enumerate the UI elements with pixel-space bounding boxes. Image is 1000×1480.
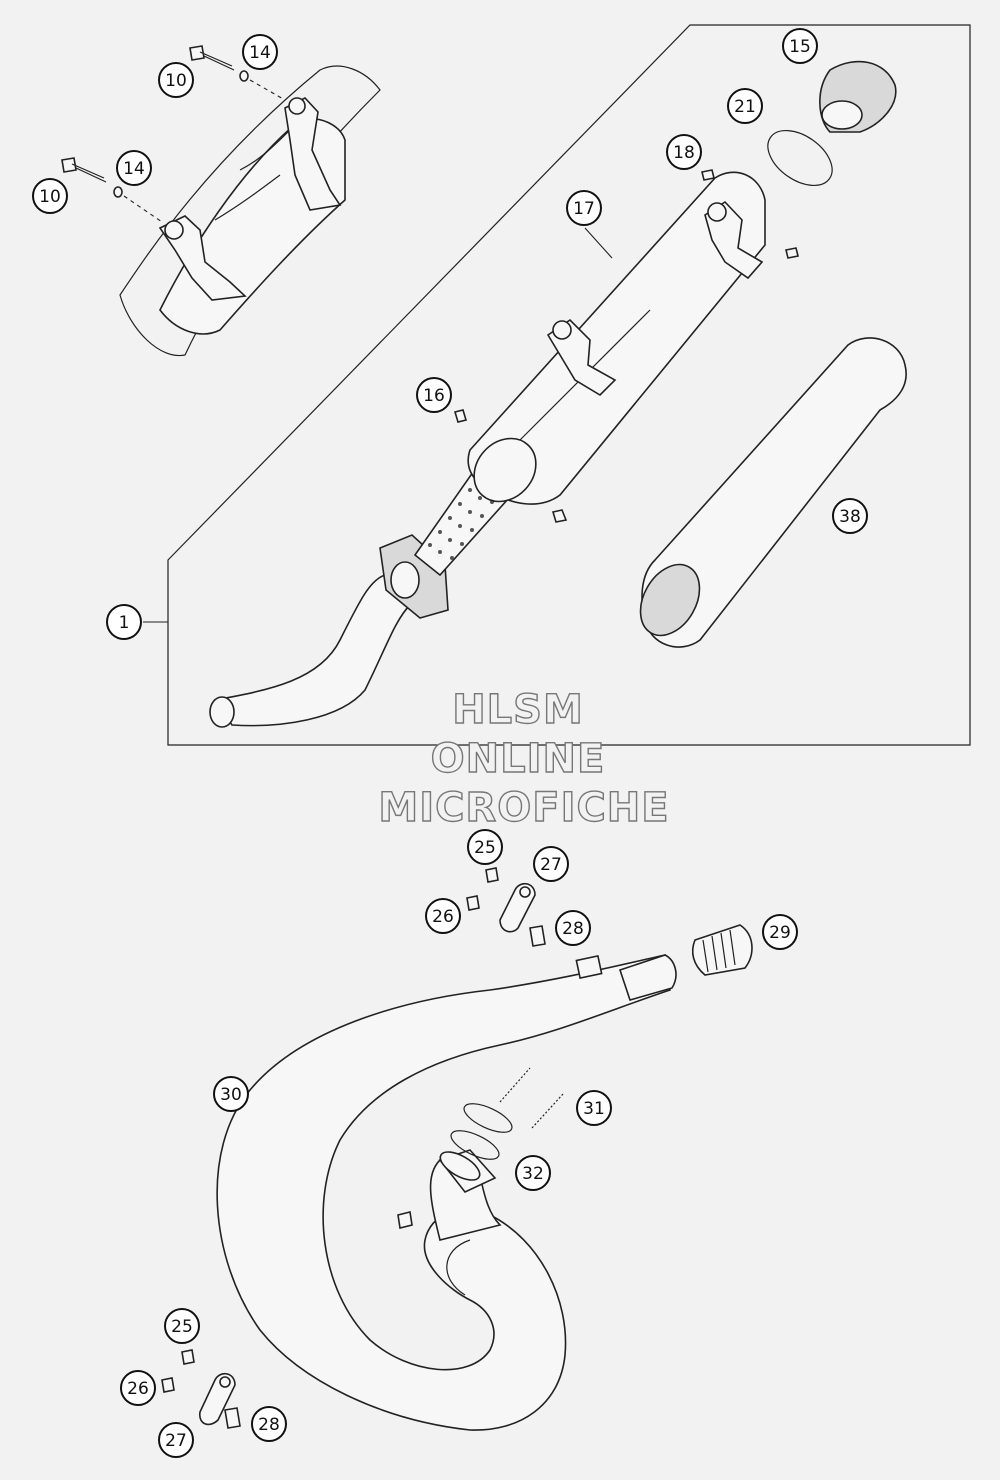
callout-label: 28 <box>258 1415 280 1435</box>
callout-25a: 25 <box>467 829 503 865</box>
callout-label: 26 <box>432 907 454 927</box>
callout-10b: 10 <box>32 178 68 214</box>
callout-label: 29 <box>769 923 791 943</box>
callout-circle <box>32 178 68 214</box>
callout-38: 38 <box>832 498 868 534</box>
callout-label: 27 <box>540 855 562 875</box>
watermark-line-2: ONLINE <box>431 736 606 782</box>
callout-28a: 28 <box>555 910 591 946</box>
callout-label: 15 <box>789 37 811 57</box>
callout-label: 28 <box>562 919 584 939</box>
callout-17: 17 <box>566 190 602 226</box>
callout-label: 38 <box>839 507 861 527</box>
callout-31: 31 <box>576 1090 612 1126</box>
leader-lines <box>143 227 613 623</box>
silencer-drawing <box>209 60 907 728</box>
callouts: 10 14 10 14 15 21 18 17 16 38 1 25 27 26 28 29 30 31 32 25 2… <box>32 28 868 1458</box>
callout-circle <box>164 1308 200 1344</box>
callout-1: 1 <box>106 604 142 640</box>
callout-circle <box>727 88 763 124</box>
exhaust-pipe-drawing <box>216 954 677 1431</box>
callout-label: 17 <box>573 199 595 219</box>
callout-label: 32 <box>522 1164 544 1184</box>
callout-25b: 25 <box>164 1308 200 1344</box>
callout-label: 10 <box>39 187 61 207</box>
callout-label: 25 <box>474 838 496 858</box>
callout-16: 16 <box>416 377 452 413</box>
watermark-line-1: HLSM <box>452 687 584 733</box>
callout-circle <box>555 910 591 946</box>
springs-drawing <box>499 1067 564 1129</box>
callout-label: 14 <box>249 43 271 63</box>
callout-15: 15 <box>782 28 818 64</box>
assembly-frame <box>167 24 971 746</box>
callout-circle <box>467 829 503 865</box>
o-ring-2 <box>450 1130 500 1160</box>
callout-circle <box>158 62 194 98</box>
callout-label: 30 <box>220 1085 242 1105</box>
callout-circle <box>120 1370 156 1406</box>
callout-10a: 10 <box>158 62 194 98</box>
callout-26a: 26 <box>425 898 461 934</box>
callout-circle <box>116 150 152 186</box>
callout-label: 18 <box>673 143 695 163</box>
callout-circle <box>576 1090 612 1126</box>
callout-28b: 28 <box>251 1406 287 1442</box>
callout-18: 18 <box>666 134 702 170</box>
callout-label: 31 <box>583 1099 605 1119</box>
callout-14b: 14 <box>116 150 152 186</box>
callout-circle <box>213 1076 249 1112</box>
callout-circle <box>158 1422 194 1458</box>
callout-21: 21 <box>727 88 763 124</box>
callout-circle <box>762 914 798 950</box>
callout-26b: 26 <box>120 1370 156 1406</box>
callout-label: 14 <box>123 159 145 179</box>
callout-label: 1 <box>119 613 130 633</box>
callout-circle <box>242 34 278 70</box>
callout-circle <box>425 898 461 934</box>
callout-circle <box>533 846 569 882</box>
callout-label: 27 <box>165 1431 187 1451</box>
callout-circle <box>416 377 452 413</box>
callout-circle <box>566 190 602 226</box>
callout-label: 26 <box>127 1379 149 1399</box>
callout-circle <box>782 28 818 64</box>
callout-circle <box>106 604 142 640</box>
callout-30: 30 <box>213 1076 249 1112</box>
holder-bottom-drawing <box>161 1349 241 1429</box>
callout-circle <box>515 1155 551 1191</box>
callout-label: 10 <box>165 71 187 91</box>
clamp-detail-drawing <box>61 45 381 357</box>
rubber-sleeve-drawing <box>691 924 753 976</box>
callout-27b: 27 <box>158 1422 194 1458</box>
callout-label: 16 <box>423 386 445 406</box>
callout-circle <box>251 1406 287 1442</box>
callout-29: 29 <box>762 914 798 950</box>
o-ring-1 <box>463 1103 513 1133</box>
callout-27a: 27 <box>533 846 569 882</box>
callout-32: 32 <box>515 1155 551 1191</box>
holder-top-drawing <box>466 867 546 947</box>
watermark-line-3: MICROFICHE <box>378 785 669 831</box>
callout-14a: 14 <box>242 34 278 70</box>
callout-label: 25 <box>171 1317 193 1337</box>
callout-circle <box>666 134 702 170</box>
callout-label: 21 <box>734 97 756 117</box>
callout-circle <box>832 498 868 534</box>
